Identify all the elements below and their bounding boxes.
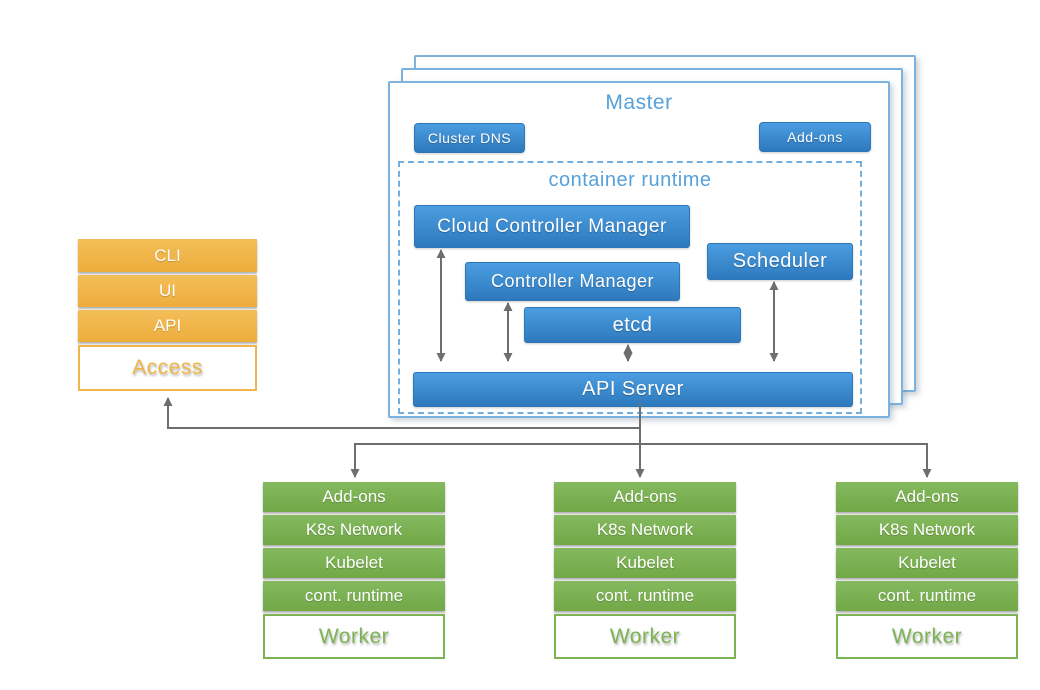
- worker-label-box: Worker: [263, 614, 445, 659]
- access-label-box: Access: [78, 345, 257, 391]
- master-box: Master Cluster DNS Add-ons container run…: [388, 81, 890, 418]
- worker-stack-3: Add-ons K8s Network Kubelet cont. runtim…: [836, 482, 1018, 659]
- cluster-dns-box: Cluster DNS: [414, 123, 525, 153]
- worker-row-kubelet: Kubelet: [836, 548, 1018, 578]
- worker-row-kubelet: Kubelet: [554, 548, 736, 578]
- worker-row-addons: Add-ons: [554, 482, 736, 512]
- cloud-controller-manager-box: Cloud Controller Manager: [414, 205, 690, 248]
- worker-row-k8s-network: K8s Network: [263, 515, 445, 545]
- access-row-cli: CLI: [78, 239, 257, 272]
- master-title: Master: [605, 91, 673, 114]
- worker-row-kubelet: Kubelet: [263, 548, 445, 578]
- worker-row-k8s-network: K8s Network: [554, 515, 736, 545]
- worker-row-cont-runtime: cont. runtime: [554, 581, 736, 611]
- api-server-box: API Server: [413, 372, 853, 407]
- worker-row-addons: Add-ons: [263, 482, 445, 512]
- controller-manager-box: Controller Manager: [465, 262, 680, 301]
- worker-row-k8s-network: K8s Network: [836, 515, 1018, 545]
- container-runtime-box: container runtime Cloud Controller Manag…: [398, 161, 862, 414]
- access-row-api: API: [78, 310, 257, 342]
- scheduler-box: Scheduler: [707, 243, 853, 280]
- worker-row-cont-runtime: cont. runtime: [263, 581, 445, 611]
- access-row-ui: UI: [78, 275, 257, 307]
- worker-row-cont-runtime: cont. runtime: [836, 581, 1018, 611]
- worker-stack-2: Add-ons K8s Network Kubelet cont. runtim…: [554, 482, 736, 659]
- etcd-box: etcd: [524, 307, 741, 343]
- worker-stack-1: Add-ons K8s Network Kubelet cont. runtim…: [263, 482, 445, 659]
- worker-label-box: Worker: [554, 614, 736, 659]
- container-runtime-title: container runtime: [548, 169, 712, 191]
- worker-row-addons: Add-ons: [836, 482, 1018, 512]
- access-stack: CLI UI API Access: [78, 239, 257, 391]
- master-addons-box: Add-ons: [759, 122, 871, 152]
- worker-label-box: Worker: [836, 614, 1018, 659]
